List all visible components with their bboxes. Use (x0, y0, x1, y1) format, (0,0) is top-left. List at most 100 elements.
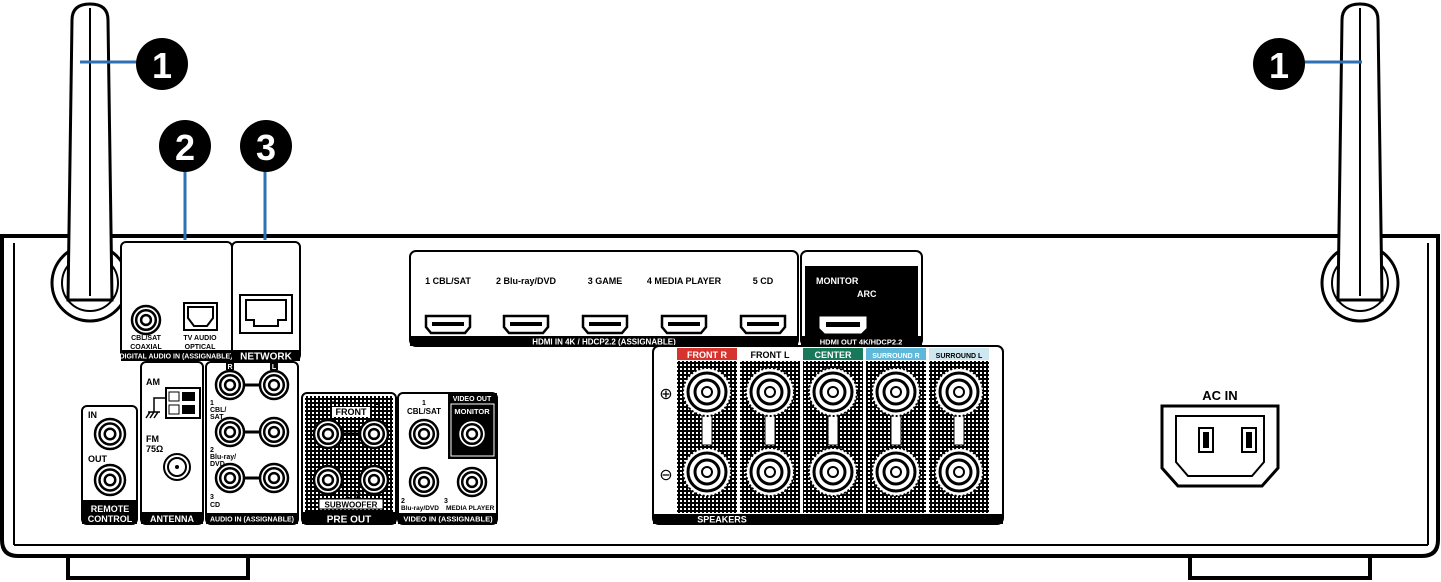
lan-port[interactable] (239, 294, 293, 334)
pre-out-front-r-jack[interactable] (312, 418, 344, 450)
svg-text:R: R (227, 364, 232, 371)
svg-text:3: 3 (444, 498, 448, 505)
hdmi-in-port-1[interactable] (424, 314, 472, 335)
audio-in-3-r-jack[interactable] (214, 462, 246, 494)
speaker-terminal-minus[interactable] (871, 447, 921, 497)
svg-text:2: 2 (401, 498, 405, 505)
speaker-terminal-plus[interactable] (808, 367, 858, 417)
callout-1-right: 1 (1253, 38, 1305, 90)
speaker-channel-4: SURROUND L (929, 348, 989, 513)
pre-out-subwoofer-2-jack[interactable] (358, 464, 390, 496)
audio-in-2-l-jack[interactable] (258, 416, 290, 448)
svg-text:FM: FM (146, 434, 159, 444)
svg-text:PRE OUT: PRE OUT (327, 515, 371, 526)
minus-icon: ⊖ (659, 467, 672, 484)
svg-text:CBL/SAT: CBL/SAT (131, 335, 162, 342)
video-in-2-jack[interactable] (408, 466, 440, 498)
video-in-3-jack[interactable] (456, 466, 488, 498)
svg-text:TV AUDIO: TV AUDIO (183, 335, 217, 342)
svg-text:2: 2 (210, 447, 214, 454)
svg-text:AC IN: AC IN (1202, 388, 1237, 403)
svg-text:IN: IN (88, 410, 97, 420)
speaker-terminal-plus[interactable] (682, 367, 732, 417)
audio-in-1-r-jack[interactable] (214, 369, 246, 401)
remote-control-panel: IN OUT REMOTE CONTROL (81, 405, 138, 525)
video-out-monitor-jack[interactable] (456, 418, 488, 450)
speaker-terminal-minus[interactable] (808, 447, 858, 497)
svg-text:3 GAME: 3 GAME (588, 276, 623, 286)
ac-inlet[interactable] (1160, 404, 1280, 488)
optical-jack[interactable] (183, 302, 218, 331)
pre-out-subwoofer-1-jack[interactable] (312, 464, 344, 496)
svg-text:SAT: SAT (210, 414, 224, 421)
antenna-panel: AM FM 75Ω ANTENNA (140, 361, 204, 525)
svg-text:SPEAKERS: SPEAKERS (697, 515, 747, 525)
speaker-terminal-minus[interactable] (934, 447, 984, 497)
svg-text:DVD: DVD (210, 461, 225, 468)
svg-text:FRONT: FRONT (336, 407, 367, 417)
remote-in-jack[interactable] (93, 417, 127, 451)
svg-text:1: 1 (1269, 45, 1289, 86)
hdmi-in-port-5[interactable] (739, 314, 787, 335)
antenna-right (1320, 2, 1400, 323)
speaker-channel-label: FRONT R (687, 350, 727, 360)
svg-text:1 CBL/SAT: 1 CBL/SAT (425, 276, 471, 286)
svg-text:Blu-ray/: Blu-ray/ (210, 454, 236, 461)
digital-audio-in-panel: CBL/SAT COAXIAL TV AUDIO OPTICAL DIGITAL… (119, 241, 233, 361)
fm-antenna-jack[interactable] (163, 453, 191, 481)
hdmi-in-port-3[interactable] (581, 314, 629, 335)
speaker-channel-2: CENTER (803, 348, 863, 513)
svg-text:COAXIAL: COAXIAL (130, 344, 162, 351)
speaker-terminal-plus[interactable] (934, 367, 984, 417)
svg-text:ANTENNA: ANTENNA (150, 514, 194, 524)
svg-text:NETWORK: NETWORK (240, 352, 292, 363)
svg-text:R: R (330, 397, 337, 407)
svg-text:MONITOR: MONITOR (454, 407, 490, 416)
coaxial-jack[interactable] (130, 304, 162, 336)
speaker-terminal-plus[interactable] (745, 367, 795, 417)
callout-1-left: 1 (136, 38, 188, 90)
svg-text:REMOTE: REMOTE (91, 504, 130, 514)
hdmi-in-panel: 1 CBL/SAT 2 Blu-ray/DVD 3 GAME 4 MEDIA P… (409, 250, 799, 347)
svg-text:Blu-ray/DVD: Blu-ray/DVD (401, 505, 439, 512)
svg-text:CONTROL: CONTROL (88, 514, 133, 524)
am-antenna-terminal[interactable] (165, 387, 201, 419)
svg-text:SUBWOOFER: SUBWOOFER (325, 501, 378, 510)
svg-text:3: 3 (256, 127, 276, 168)
svg-text:2: 2 (356, 490, 361, 500)
svg-text:CBL/: CBL/ (210, 407, 226, 414)
hdmi-out-panel: MONITOR ARC HDMI OUT 4K/HDCP2.2 (800, 250, 923, 347)
plus-icon: ⊕ (659, 386, 672, 403)
svg-text:AM: AM (146, 377, 160, 387)
svg-text:1: 1 (210, 400, 214, 407)
svg-text:2 Blu-ray/DVD: 2 Blu-ray/DVD (496, 276, 557, 286)
network-panel: NETWORK (231, 241, 301, 363)
svg-text:1: 1 (345, 490, 350, 500)
speaker-channel-label: SURROUND R (872, 353, 919, 360)
hdmi-in-port-2[interactable] (502, 314, 550, 335)
audio-in-2-r-jack[interactable] (214, 416, 246, 448)
audio-in-3-l-jack[interactable] (258, 462, 290, 494)
speaker-channel-label: SURROUND L (936, 353, 983, 360)
hdmi-out-port[interactable] (819, 316, 867, 334)
audio-in-1-l-jack[interactable] (258, 369, 290, 401)
speaker-terminal-minus[interactable] (682, 447, 732, 497)
pre-out-front-l-jack[interactable] (358, 418, 390, 450)
svg-text:ARC: ARC (857, 289, 877, 299)
svg-text:AUDIO IN (ASSIGNABLE): AUDIO IN (ASSIGNABLE) (210, 517, 294, 524)
speaker-terminal-minus[interactable] (745, 447, 795, 497)
svg-text:VIDEO OUT: VIDEO OUT (453, 396, 492, 403)
pre-out-panel: R L FRONT 1 2 SUBWOOFER PRE OUT (301, 392, 397, 526)
remote-out-jack[interactable] (93, 463, 127, 497)
callout-3: 3 (240, 120, 292, 172)
video-in-1-jack[interactable] (408, 418, 440, 450)
svg-text:DIGITAL AUDIO IN (ASSIGNABLE): DIGITAL AUDIO IN (ASSIGNABLE) (119, 354, 232, 361)
svg-text:2: 2 (175, 127, 195, 168)
svg-text:OPTICAL: OPTICAL (185, 344, 216, 351)
ground-icon (145, 397, 166, 419)
speaker-terminal-plus[interactable] (871, 367, 921, 417)
speaker-channel-label: FRONT L (751, 350, 790, 360)
hdmi-in-port-4[interactable] (660, 314, 708, 335)
speaker-channel-1: FRONT L (740, 348, 800, 513)
speakers-panel: ⊕ ⊖ FRONT R FRONT L CENTER SURROUND R SURROU… (652, 345, 1004, 525)
